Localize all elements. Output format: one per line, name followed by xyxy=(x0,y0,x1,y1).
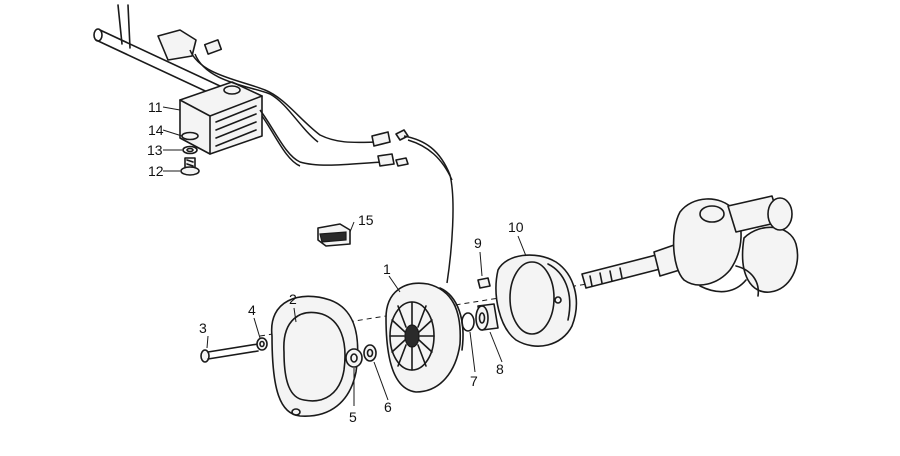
voltage-regulator xyxy=(179,81,263,155)
screw-12 xyxy=(180,157,200,176)
lock-washer-13 xyxy=(182,145,198,155)
washer-6 xyxy=(363,344,377,362)
callout-15: 15 xyxy=(358,212,374,228)
callout-7: 7 xyxy=(470,373,478,389)
callout-1: 1 xyxy=(383,261,391,277)
stator xyxy=(385,282,464,393)
callout-4: 4 xyxy=(248,302,256,318)
callout-12: 12 xyxy=(148,163,164,179)
circlip-7 xyxy=(461,312,475,332)
callout-13: 13 xyxy=(147,142,163,158)
grommet-15 xyxy=(317,223,351,247)
key-9 xyxy=(477,277,491,289)
washer-4 xyxy=(256,337,268,351)
rotor xyxy=(495,254,578,347)
callout-5: 5 xyxy=(349,409,357,425)
callout-10: 10 xyxy=(508,219,524,235)
callout-14: 14 xyxy=(148,122,164,138)
frame-tube xyxy=(93,4,251,111)
nut-5 xyxy=(345,348,363,368)
wiring-harness xyxy=(189,49,454,284)
washer-14 xyxy=(181,131,199,141)
callout-6: 6 xyxy=(384,399,392,415)
callout-8: 8 xyxy=(496,361,504,377)
callout-9: 9 xyxy=(474,235,482,251)
crankshaft xyxy=(581,195,799,297)
callout-11: 11 xyxy=(148,99,163,115)
leader-lines xyxy=(162,106,527,406)
long-screw-3 xyxy=(200,343,259,363)
rotor-hub-8 xyxy=(475,303,499,331)
callout-3: 3 xyxy=(199,320,207,336)
callout-2: 2 xyxy=(289,291,297,307)
alternator-cover xyxy=(270,295,359,417)
